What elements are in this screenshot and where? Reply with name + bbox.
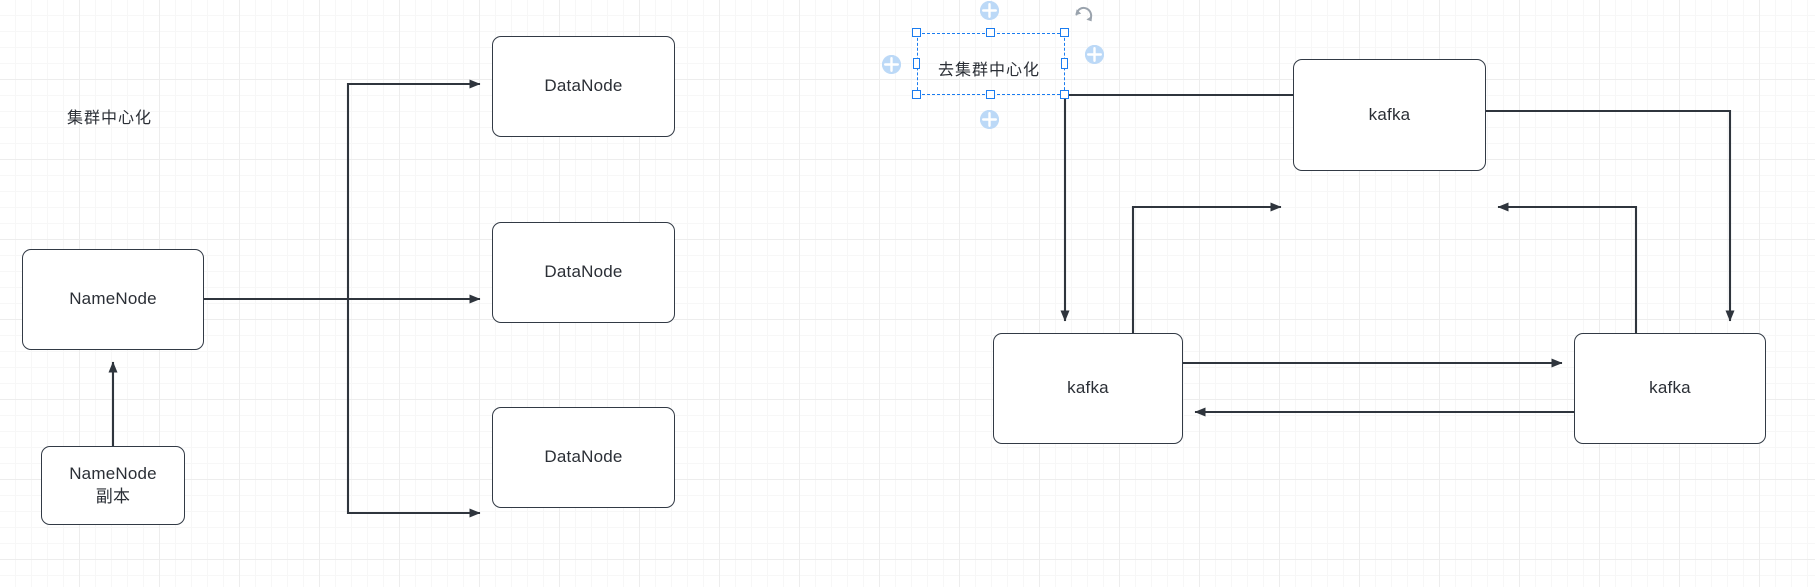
selection-handle-middle-right[interactable]: [1061, 58, 1068, 69]
node-namenode-backup[interactable]: NameNode 副本: [41, 446, 185, 525]
connect-anchor-right-icon[interactable]: [1085, 45, 1104, 64]
right-diagram-title[interactable]: 去集群中心化: [938, 62, 1041, 79]
edge-kafka-bottom-right-to-kafka-top: [1497, 202, 1638, 333]
node-datanode-3[interactable]: DataNode: [492, 407, 675, 508]
edge-kafka-top-to-kafka-bottom-right: [1486, 109, 1735, 322]
edge-kafka-bottom-left-to-kafka-top: [1131, 202, 1282, 333]
node-kafka-top[interactable]: kafka: [1293, 59, 1486, 171]
node-kafka-bottom-left[interactable]: kafka: [993, 333, 1183, 444]
selection-handle-top-left[interactable]: [912, 28, 921, 37]
edge-namenode-to-datanode-3: [346, 299, 481, 518]
node-kafka-bottom-right[interactable]: kafka: [1574, 333, 1766, 444]
selection-handle-middle-left[interactable]: [913, 58, 920, 69]
connect-anchor-top-icon[interactable]: [980, 1, 999, 20]
rotate-handle-icon[interactable]: [1070, 2, 1098, 30]
connect-anchor-bottom-icon[interactable]: [980, 110, 999, 129]
selection-handle-bottom-right[interactable]: [1060, 90, 1069, 99]
node-datanode-1[interactable]: DataNode: [492, 36, 675, 137]
selection-handle-bottom-left[interactable]: [912, 90, 921, 99]
node-datanode-2[interactable]: DataNode: [492, 222, 675, 323]
connect-anchor-left-icon[interactable]: [882, 55, 901, 74]
selection-handle-top-right[interactable]: [1060, 28, 1069, 37]
node-namenode[interactable]: NameNode: [22, 249, 204, 350]
selection-handle-top-center[interactable]: [986, 28, 995, 37]
selection-handle-bottom-center[interactable]: [986, 90, 995, 99]
edge-namenode-to-datanode-1: [346, 79, 481, 299]
selection-bounding-box: [917, 33, 1065, 95]
left-diagram-title: 集群中心化: [67, 110, 153, 127]
